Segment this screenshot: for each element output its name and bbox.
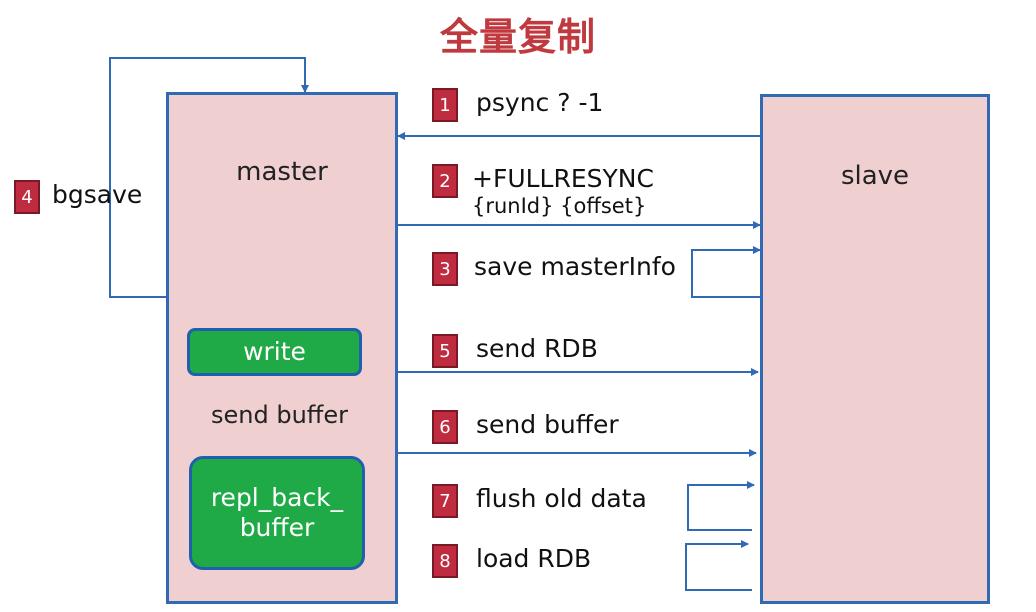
step-1: 1 psync ? -1 xyxy=(432,88,603,122)
step-label: send RDB xyxy=(476,334,598,363)
step-number-badge: 2 xyxy=(432,164,458,198)
step-sublabel: {runId} {offset} xyxy=(472,194,647,218)
step-number-badge: 7 xyxy=(432,484,458,518)
step-3: 3 save masterInfo xyxy=(432,252,676,286)
step-number-badge: 6 xyxy=(432,410,458,444)
step-number-badge: 8 xyxy=(432,544,458,578)
step-number-badge: 4 xyxy=(14,180,40,214)
step-8: 8 load RDB xyxy=(432,544,591,578)
step-label: bgsave xyxy=(52,180,143,209)
step-label: send buffer xyxy=(476,410,619,439)
step-2: 2 +FULLRESYNC {runId} {offset} xyxy=(432,164,654,218)
page-title: 全量复制 xyxy=(439,15,596,59)
step-7: 7 flush old data xyxy=(432,484,647,518)
flush-loop xyxy=(687,481,755,531)
master-label: master xyxy=(236,157,328,187)
save-masterinfo-loop xyxy=(691,246,761,298)
load-rdb-loop xyxy=(685,540,752,591)
step-label: +FULLRESYNC xyxy=(472,164,654,193)
send-buffer-note: send buffer xyxy=(211,401,348,429)
step-6: 6 send buffer xyxy=(432,410,619,444)
step-number-badge: 1 xyxy=(432,88,458,122)
slave-node: slave xyxy=(760,94,990,604)
step-5: 5 send RDB xyxy=(432,334,598,368)
slave-label: slave xyxy=(840,161,910,191)
step-label: psync ? -1 xyxy=(476,88,604,117)
step-number-badge: 5 xyxy=(432,334,458,368)
step-label: load RDB xyxy=(476,544,592,573)
step-bgsave: 4 bgsave xyxy=(14,180,142,214)
repl-back-buffer-box: repl_back_ buffer xyxy=(189,456,365,570)
step-label: save masterInfo xyxy=(474,252,676,281)
write-box: write xyxy=(187,328,362,376)
step-label: flush old data xyxy=(476,484,647,513)
bgsave-loop-arrow xyxy=(109,57,309,298)
step-number-badge: 3 xyxy=(432,252,458,286)
